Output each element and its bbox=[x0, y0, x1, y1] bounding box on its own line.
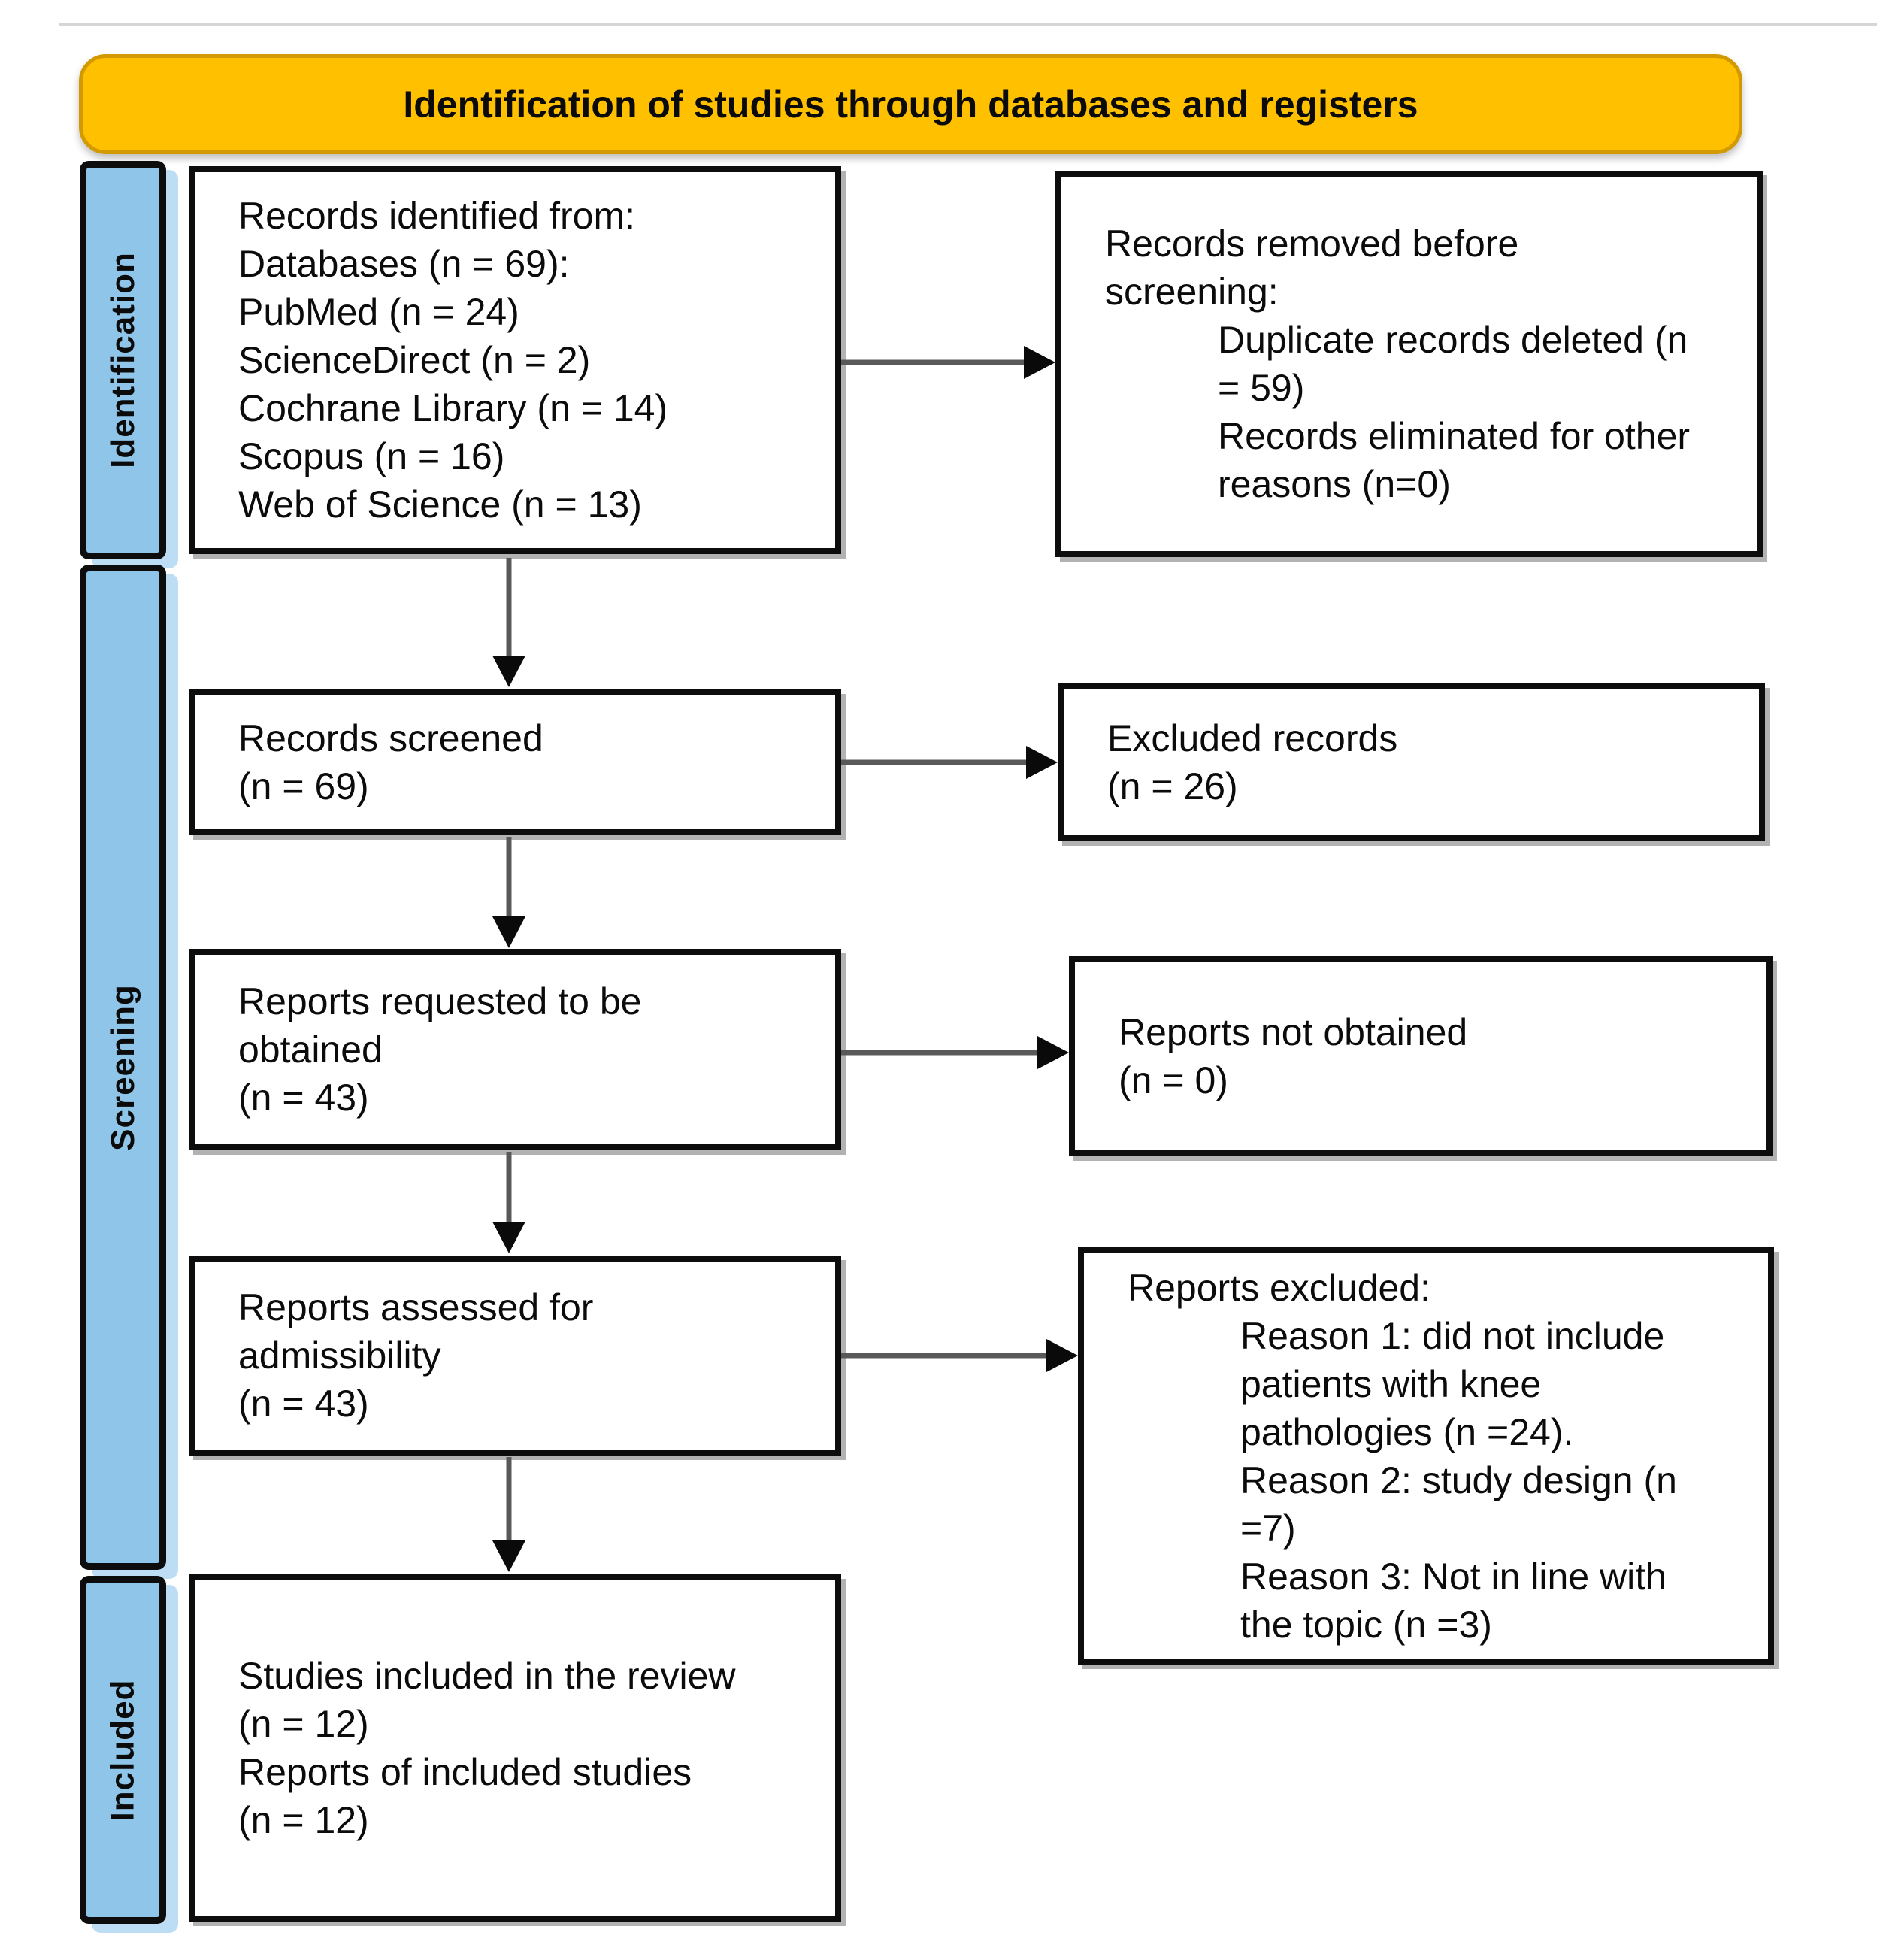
box-line: (n = 43) bbox=[238, 1077, 369, 1119]
flow-box-reports-requested: Reports requested to be obtained (n = 43… bbox=[189, 949, 841, 1150]
arrow-screened-to-requested bbox=[492, 837, 526, 948]
flow-box-reports-assessed: Reports assessed for admissibility (n = … bbox=[189, 1256, 841, 1456]
box-line: Records eliminated for other bbox=[1218, 415, 1691, 457]
top-divider-rule bbox=[59, 23, 1877, 26]
flow-box-records-screened: Records screened (n = 69) bbox=[189, 689, 841, 835]
box-line: Reason 1: did not include bbox=[1240, 1314, 1665, 1357]
box-line: Reason 3: Not in line with bbox=[1240, 1555, 1667, 1598]
arrow-shaft bbox=[506, 1152, 512, 1228]
arrow-shaft bbox=[841, 1353, 1051, 1359]
box-line: Scopus (n = 16) bbox=[238, 435, 505, 477]
flow-box-studies-included: Studies included in the review (n = 12) … bbox=[189, 1574, 841, 1922]
box-line: Records identified from: bbox=[238, 195, 636, 237]
flow-box-records-identified: Records identified from: Databases (n = … bbox=[189, 166, 841, 554]
box-line: (n = 0) bbox=[1119, 1059, 1228, 1101]
arrow-right-icon bbox=[1046, 1339, 1078, 1372]
arrow-shaft bbox=[841, 759, 1031, 765]
arrow-right-icon bbox=[1037, 1036, 1069, 1069]
box-line: (n = 12) bbox=[238, 1703, 369, 1745]
box-line: Records screened bbox=[238, 717, 543, 759]
box-line: admissibility bbox=[238, 1334, 441, 1377]
box-line: ScienceDirect (n = 2) bbox=[238, 339, 591, 381]
box-line: screening: bbox=[1105, 271, 1279, 313]
box-line: Studies included in the review bbox=[238, 1655, 736, 1697]
box-line: (n = 26) bbox=[1107, 765, 1238, 807]
box-line: Web of Science (n = 13) bbox=[238, 483, 642, 526]
arrow-right-icon bbox=[1026, 746, 1058, 779]
arrow-right-icon bbox=[1024, 346, 1055, 379]
box-line: PubMed (n = 24) bbox=[238, 291, 519, 333]
banner-title: Identification of studies through databa… bbox=[403, 83, 1418, 126]
arrow-shaft bbox=[506, 558, 512, 662]
banner-identification-of-studies: Identification of studies through databa… bbox=[79, 54, 1742, 154]
arrow-down-icon bbox=[492, 916, 525, 948]
arrow-requested-to-assessed bbox=[492, 1152, 526, 1253]
sidebar-stage-identification-label: Identification bbox=[104, 252, 141, 468]
box-line: reasons (n=0) bbox=[1218, 463, 1451, 505]
sidebar-stage-identification: Identification bbox=[80, 161, 166, 559]
arrow-shaft bbox=[841, 1050, 1042, 1056]
box-line: (n = 69) bbox=[238, 765, 369, 807]
arrow-shaft bbox=[506, 837, 512, 922]
box-line: =7) bbox=[1240, 1507, 1296, 1550]
box-line: Databases (n = 69): bbox=[238, 243, 570, 285]
arrow-shaft bbox=[841, 359, 1028, 365]
arrow-requested-to-not-obtained bbox=[841, 1035, 1069, 1070]
box-line: Reports requested to be bbox=[238, 980, 642, 1022]
box-line: Duplicate records deleted (n bbox=[1218, 319, 1688, 361]
box-line: Reports excluded: bbox=[1128, 1266, 1431, 1309]
sidebar-stage-included-label: Included bbox=[104, 1679, 141, 1821]
flow-box-excluded-records: Excluded records (n = 26) bbox=[1058, 683, 1765, 841]
box-line: (n = 12) bbox=[238, 1799, 369, 1841]
arrow-down-icon bbox=[492, 1222, 525, 1253]
sidebar-stage-screening-label: Screening bbox=[104, 983, 141, 1151]
arrow-down-icon bbox=[492, 656, 525, 687]
box-line: patients with knee bbox=[1240, 1362, 1542, 1405]
box-line: Reason 2: study design (n bbox=[1240, 1459, 1677, 1501]
box-line: (n = 43) bbox=[238, 1383, 369, 1425]
box-line: obtained bbox=[238, 1028, 383, 1071]
sidebar-stage-included: Included bbox=[80, 1576, 166, 1924]
box-line: Records removed before bbox=[1105, 223, 1519, 265]
flow-box-reports-not-obtained: Reports not obtained (n = 0) bbox=[1069, 956, 1773, 1156]
flow-box-records-removed: Records removed before screening: Duplic… bbox=[1055, 171, 1763, 557]
sidebar-stage-screening: Screening bbox=[80, 565, 166, 1570]
arrow-identified-to-screened bbox=[492, 558, 526, 687]
arrow-down-icon bbox=[492, 1540, 525, 1572]
box-line: Excluded records bbox=[1107, 717, 1398, 759]
arrow-assessed-to-reports-excluded bbox=[841, 1338, 1078, 1373]
arrow-screened-to-excluded bbox=[841, 745, 1058, 780]
arrow-shaft bbox=[506, 1457, 512, 1546]
arrow-assessed-to-included bbox=[492, 1457, 526, 1572]
box-line: the topic (n =3) bbox=[1240, 1603, 1492, 1646]
box-line: pathologies (n =24). bbox=[1240, 1410, 1574, 1453]
flow-box-reports-excluded: Reports excluded: Reason 1: did not incl… bbox=[1078, 1247, 1774, 1665]
box-line: = 59) bbox=[1218, 367, 1305, 409]
box-line: Reports assessed for bbox=[238, 1286, 594, 1328]
box-line: Reports of included studies bbox=[238, 1751, 692, 1793]
arrow-identified-to-removed bbox=[841, 345, 1055, 380]
box-line: Reports not obtained bbox=[1119, 1011, 1468, 1053]
box-line: Cochrane Library (n = 14) bbox=[238, 387, 668, 429]
